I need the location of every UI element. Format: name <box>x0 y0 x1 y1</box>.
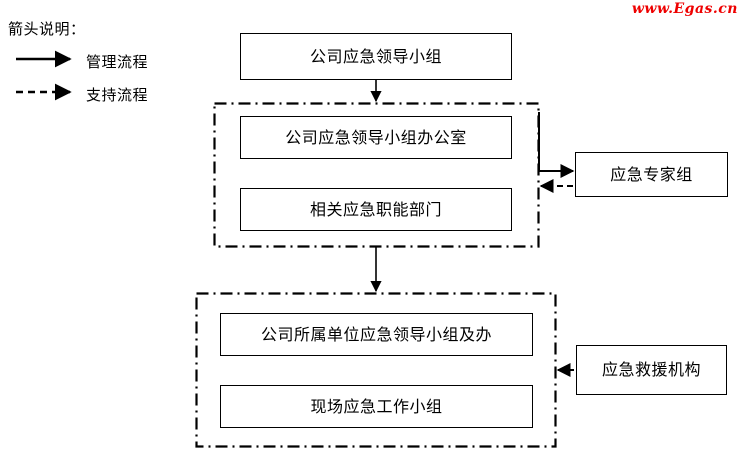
node-subsidiary-leader-group[interactable]: 公司所属单位应急领导小组及办 <box>220 313 533 356</box>
arrow-command-to-expert <box>538 112 575 178</box>
node-company-emergency-leader-group[interactable]: 公司应急领导小组 <box>240 33 512 80</box>
legend-title: 箭头说明： <box>8 20 86 38</box>
watermark: www.Egas.cn <box>631 1 738 17</box>
legend-label-management-flow: 管理流程 <box>86 53 149 71</box>
node-onsite-work-group[interactable]: 现场应急工作小组 <box>220 385 533 428</box>
node-emergency-rescue-agency[interactable]: 应急救援机构 <box>576 345 727 395</box>
node-emergency-expert-group[interactable]: 应急专家组 <box>575 152 728 197</box>
node-functional-departments[interactable]: 相关应急职能部门 <box>240 188 512 231</box>
node-leader-group-office[interactable]: 公司应急领导小组办公室 <box>240 116 512 159</box>
legend-label-support-flow: 支持流程 <box>86 86 149 104</box>
